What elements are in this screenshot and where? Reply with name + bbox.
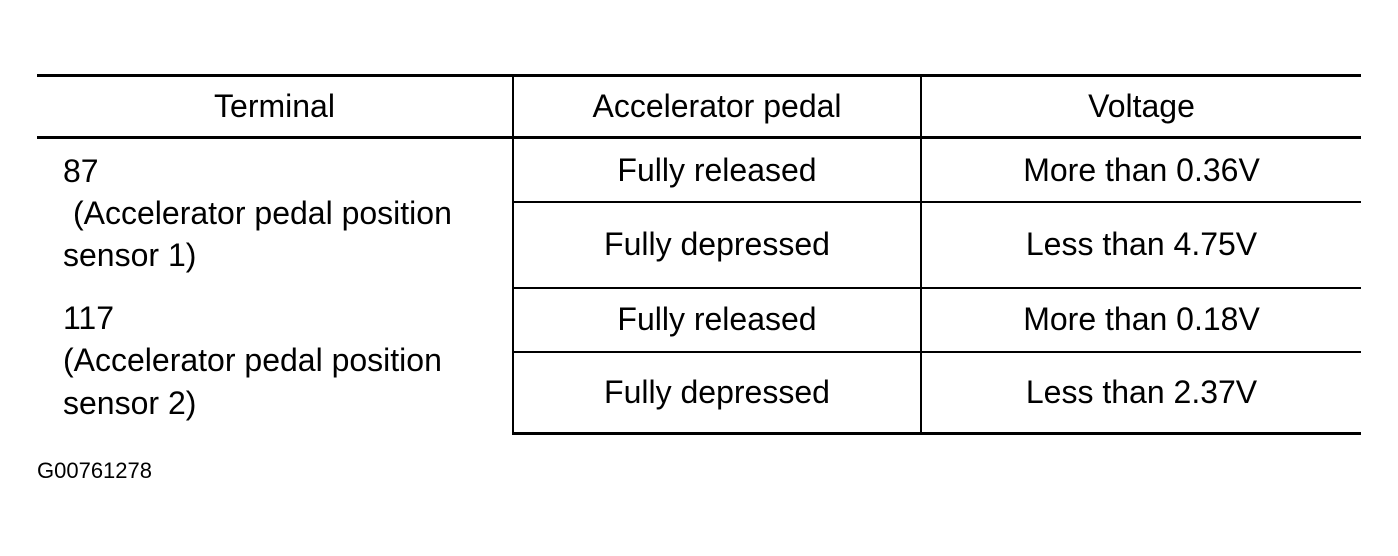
pedal-state-cell: Fully released — [512, 287, 921, 353]
terminal-cell-sensor-1: 87 (Accelerator pedal position sensor 1) — [37, 138, 513, 288]
terminal-description-line1: (Accelerator pedal position — [63, 342, 442, 379]
table-row: 87 (Accelerator pedal position sensor 1)… — [37, 137, 1361, 273]
header-voltage: Voltage — [920, 74, 1361, 139]
terminal-number: 87 — [63, 152, 99, 189]
figure-code: G00761278 — [37, 458, 152, 483]
table-header-row: Terminal Accelerator pedal Voltage — [37, 74, 1361, 139]
table-row: Fully depressed Less than 2.37V — [37, 351, 1361, 435]
terminal-description-line1: (Accelerator pedal position — [73, 195, 452, 232]
voltage-cell: Less than 2.37V — [920, 351, 1361, 435]
table-row: Fully depressed Less than 4.75V — [37, 201, 1361, 289]
terminal-number: 117 — [63, 300, 115, 337]
pedal-state-cell: Fully depressed — [512, 201, 921, 289]
header-terminal: Terminal — [37, 74, 513, 139]
pedal-state-cell: Fully depressed — [512, 351, 921, 435]
voltage-cell: More than 0.36V — [920, 137, 1361, 203]
terminal-description-line2: sensor 1) — [63, 237, 197, 274]
terminal-description-line2: sensor 2) — [63, 384, 197, 421]
table-row: 117 (Accelerator pedal position sensor 2… — [37, 287, 1361, 421]
terminal-voltage-table: Terminal Accelerator pedal Voltage 87 (A… — [37, 74, 1361, 435]
pedal-state-cell: Fully released — [512, 137, 921, 203]
voltage-cell: Less than 4.75V — [920, 201, 1361, 289]
header-accelerator-pedal: Accelerator pedal — [512, 74, 921, 139]
terminal-cell-sensor-2: 117 (Accelerator pedal position sensor 2… — [37, 288, 513, 434]
voltage-cell: More than 0.18V — [920, 287, 1361, 353]
